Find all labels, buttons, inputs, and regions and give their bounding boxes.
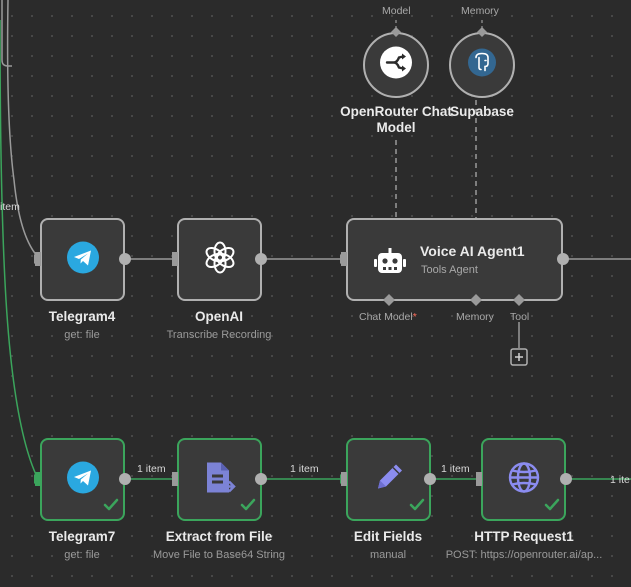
memory-port-label: Memory [461, 5, 499, 17]
openai-input-port[interactable] [172, 252, 178, 266]
edge-label-3: 1 item [441, 463, 470, 475]
globe-icon [507, 460, 541, 499]
telegram7-output-port[interactable] [119, 473, 131, 485]
telegram-icon [66, 240, 100, 279]
success-check-icon [409, 498, 425, 517]
file-convert-icon [203, 460, 237, 499]
wire-in-telegram4 [6, 0, 41, 260]
voice-ai-agent-node[interactable] [346, 218, 563, 301]
telegram4-input-port[interactable] [35, 252, 41, 266]
model-port-label: Model [382, 5, 411, 17]
success-check-icon [240, 498, 256, 517]
wire-in-telegram7 [0, 19, 39, 480]
agent-subtitle: Tools Agent [421, 264, 478, 276]
openrouter-title-line1: OpenRouter Chat [340, 104, 452, 119]
supabase-title: Supabase [450, 104, 514, 119]
telegram7-node[interactable] [40, 438, 125, 521]
openai-icon [202, 239, 238, 280]
openai-output-port[interactable] [255, 253, 267, 265]
edit-output-port[interactable] [424, 473, 436, 485]
agent-title: Voice AI Agent1 [420, 243, 525, 259]
openrouter-output-port[interactable] [391, 27, 401, 37]
telegram7-input-port[interactable] [35, 472, 41, 486]
edge-label-2: 1 item [290, 463, 319, 475]
agent-input-port[interactable] [341, 252, 347, 266]
edit-fields-subtitle: manual [369, 549, 407, 561]
supabase-output-port[interactable] [477, 27, 487, 37]
telegram7-subtitle: get: file [64, 549, 100, 561]
memory-sub-port-label: Memory [456, 311, 494, 323]
openrouter-title-line2: Model [376, 120, 416, 135]
robot-icon [374, 248, 406, 281]
tool-port-label: Tool [510, 311, 530, 323]
edge-label-4: 1 ite [610, 474, 630, 486]
supabase-node[interactable] [449, 32, 515, 98]
agent-output-port[interactable] [557, 253, 569, 265]
tool-port[interactable] [513, 294, 525, 306]
telegram-icon [66, 460, 100, 499]
edge-label-left: item [0, 201, 20, 213]
telegram4-subtitle: get: file [64, 329, 100, 341]
openrouter-icon [379, 46, 413, 85]
chat-model-port-label: Chat Model* [359, 311, 417, 323]
extract-output-port[interactable] [255, 473, 267, 485]
extract-title: Extract from File [165, 529, 273, 544]
openai-title: OpenAI [194, 309, 243, 324]
http-output-port[interactable] [560, 473, 572, 485]
extract-input-port[interactable] [172, 472, 178, 486]
http-input-port[interactable] [476, 472, 482, 486]
add-tool-button[interactable] [510, 348, 528, 366]
memory-port[interactable] [470, 294, 482, 306]
telegram4-output-port[interactable] [119, 253, 131, 265]
success-check-icon [544, 498, 560, 517]
chat-model-port[interactable] [383, 294, 395, 306]
openai-node[interactable] [177, 218, 262, 301]
pencil-icon [372, 460, 406, 499]
postgres-elephant-icon [467, 48, 497, 83]
edit-fields-node[interactable] [346, 438, 431, 521]
http-request-title: HTTP Request1 [474, 529, 574, 544]
success-check-icon [103, 498, 119, 517]
extract-subtitle: Move File to Base64 String [152, 549, 286, 561]
telegram7-title: Telegram7 [48, 529, 116, 544]
telegram4-title: Telegram4 [48, 309, 116, 324]
openai-subtitle: Transcribe Recording [166, 329, 272, 341]
openrouter-chat-model-node[interactable] [363, 32, 429, 98]
edge-label-1: 1 item [137, 463, 166, 475]
http-request-subtitle: POST: https://openrouter.ai/ap... [445, 549, 603, 561]
edit-fields-title: Edit Fields [353, 529, 423, 544]
edit-input-port[interactable] [341, 472, 347, 486]
